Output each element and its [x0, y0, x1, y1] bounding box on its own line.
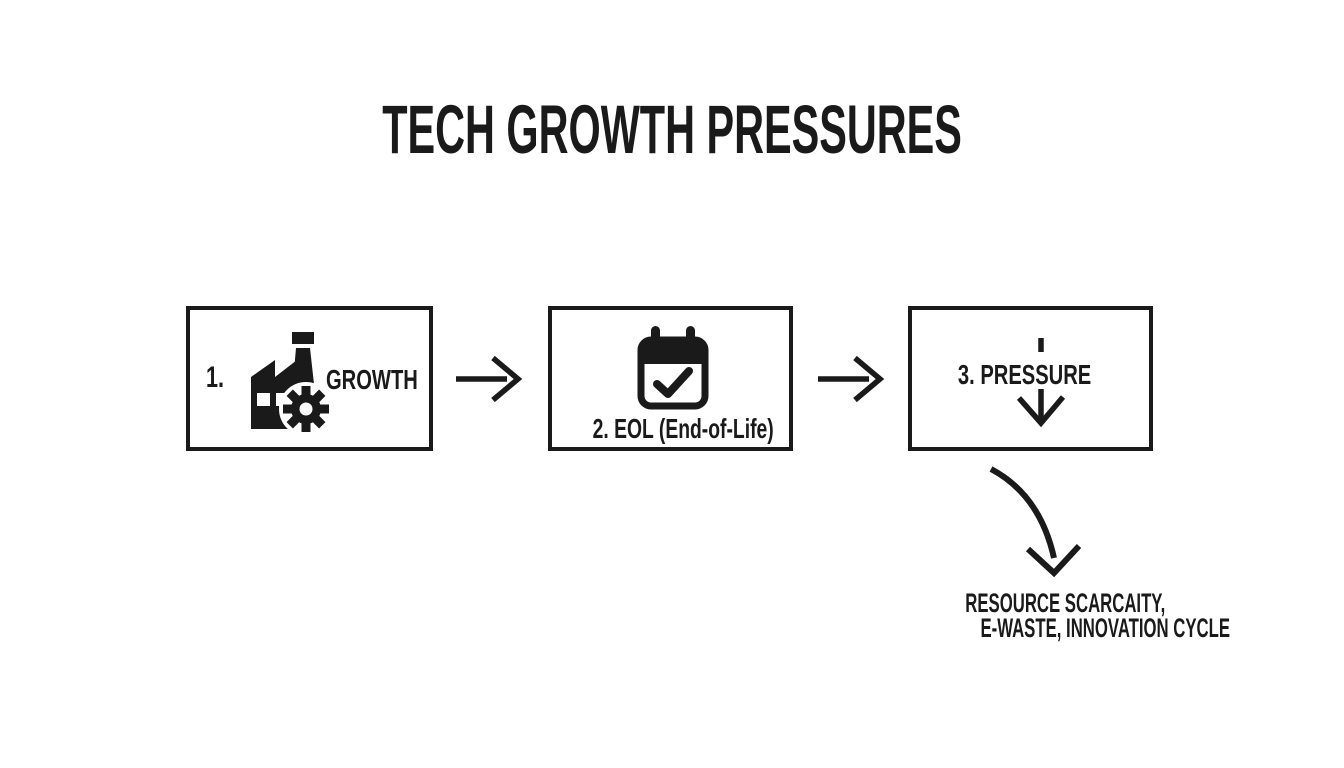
step-box-growth: 1.: [186, 306, 433, 451]
outcome-line-2: E-WASTE, INNOVATION CYCLE: [980, 613, 1231, 643]
step-label-eol: 2. EOL (End-of-Life): [592, 413, 774, 444]
curved-arrow-down-icon: [960, 455, 1100, 585]
step-number: 1.: [206, 361, 225, 394]
step-box-eol: 2. EOL (End-of-Life): [548, 306, 793, 451]
step-label-growth: GROWTH: [326, 364, 418, 395]
arrow-down-icon: [912, 310, 1149, 447]
diagram-title-text: TECH GROWTH PRESSURES: [382, 91, 962, 168]
step-label-pressure: 3. PRESSURE: [958, 359, 1092, 390]
step-label-eol-wrap: 2. EOL (End-of-Life): [552, 415, 789, 443]
outcome-line-1: RESOURCE SCARCAITY,: [965, 588, 1166, 618]
arrow-right-icon: [812, 350, 887, 408]
step-box-pressure: 3. PRESSURE: [908, 306, 1153, 451]
arrow-right-icon: [450, 350, 525, 408]
diagram-title: TECH GROWTH PRESSURES: [0, 90, 1344, 169]
outcome-text: RESOURCE SCARCAITY, E-WASTE, INNOVATION …: [904, 588, 1231, 643]
calendar-check-icon: [637, 326, 709, 412]
factory-gear-icon: [249, 329, 329, 441]
step-label-pressure-wrap: 3. PRESSURE: [912, 361, 1138, 389]
